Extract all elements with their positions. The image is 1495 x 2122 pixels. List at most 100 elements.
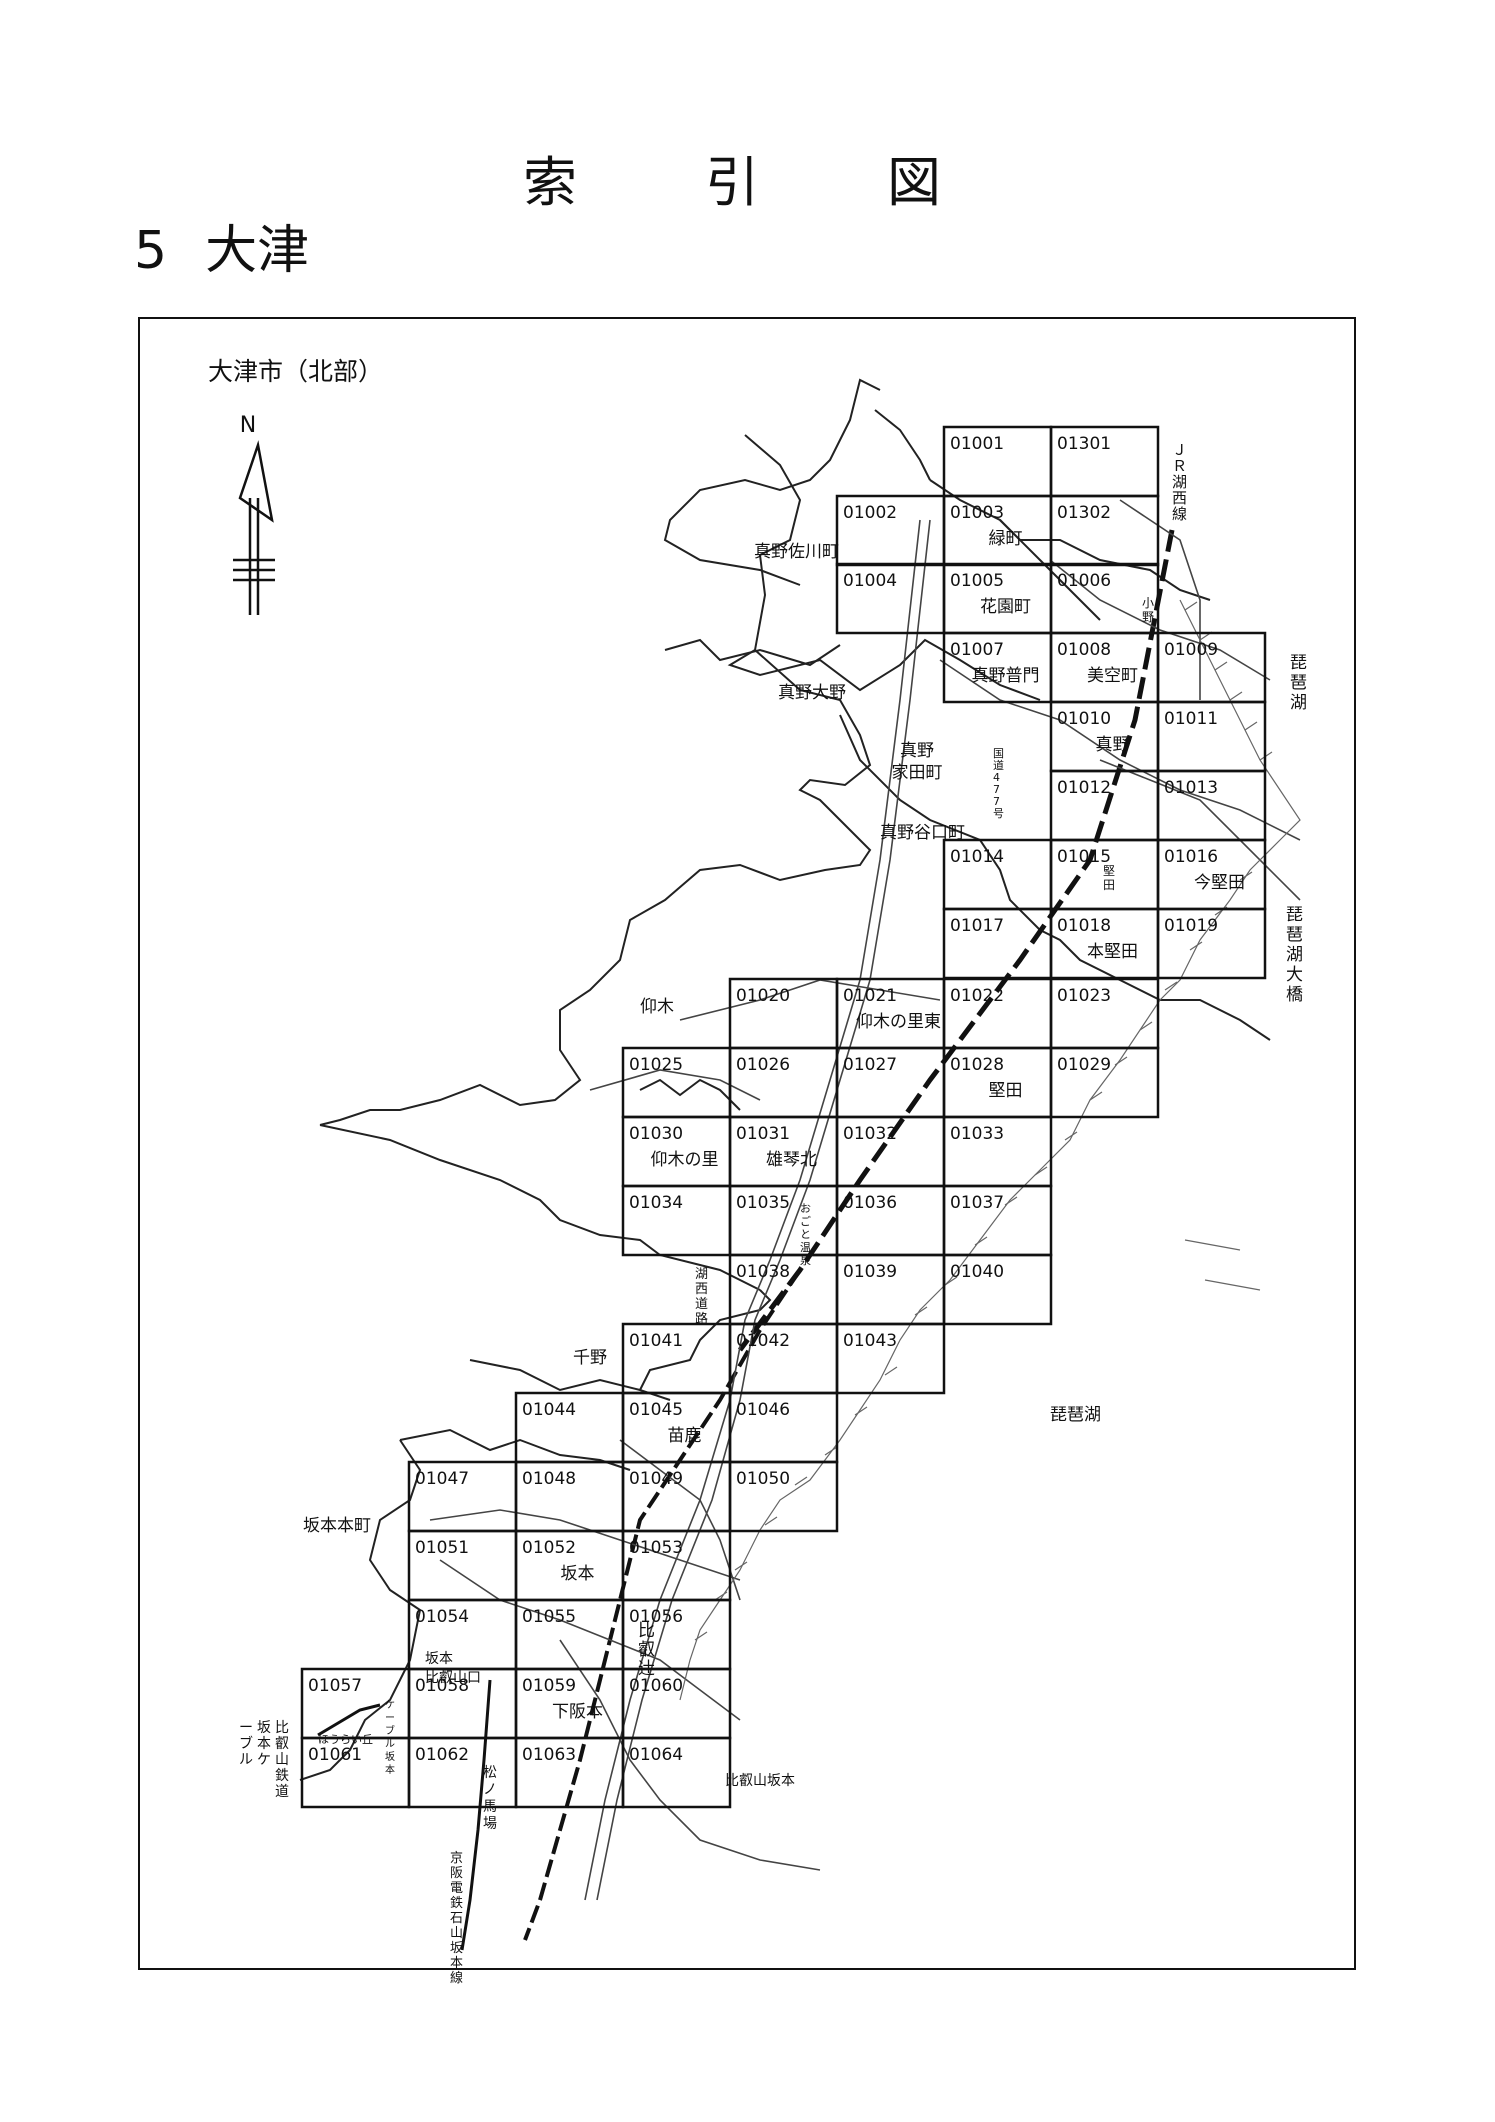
tile-id: 01028 (950, 1055, 1004, 1075)
vertical-label: 湖西道路 (695, 1267, 708, 1327)
tile-id: 01013 (1164, 778, 1218, 798)
tile-id: 01042 (736, 1331, 790, 1351)
map-frame (138, 317, 1356, 1970)
tile-id: 01001 (950, 434, 1004, 454)
place-label: 仰木 (640, 997, 674, 1017)
tile-id: 01057 (308, 1676, 362, 1696)
north-arrow-icon: N (233, 413, 275, 615)
tile-01043 (835, 1322, 946, 1395)
tile-id: 01047 (415, 1469, 469, 1489)
vertical-label: ーブル (239, 1720, 253, 1768)
vertical-label: 京阪電鉄石山坂本線 (450, 1851, 463, 1986)
tile-label: 花園町 (980, 597, 1031, 617)
tile-id: 01045 (629, 1400, 683, 1420)
tile-label: 苗鹿 (668, 1426, 702, 1446)
place-label: ほうらい丘 (318, 1733, 373, 1746)
tile-id: 01027 (843, 1055, 897, 1075)
place-label: 坂本本町 (303, 1516, 371, 1536)
tile-id: 01056 (629, 1607, 683, 1627)
section-name: 大津 (205, 221, 310, 281)
vertical-label: 松ノ馬場 (483, 1765, 497, 1832)
tile-id: 01033 (950, 1124, 1004, 1144)
tile-label: 真野 (1096, 735, 1130, 755)
tile-id: 01048 (522, 1469, 576, 1489)
tile-id: 01018 (1057, 916, 1111, 936)
tile-01040 (942, 1253, 1053, 1326)
place-label: 比叡山坂本 (725, 1772, 795, 1789)
tile-id: 01040 (950, 1262, 1004, 1282)
tile-id: 01029 (1057, 1055, 1111, 1075)
tile-id: 01059 (522, 1676, 576, 1696)
tile-01029 (1049, 1046, 1160, 1119)
tile-id: 01026 (736, 1055, 790, 1075)
tile-id: 01039 (843, 1262, 897, 1282)
tile-id: 01051 (415, 1538, 469, 1558)
tile-id: 01023 (1057, 986, 1111, 1006)
tile-label: 緑町 (989, 529, 1023, 549)
tile-id: 01008 (1057, 640, 1111, 660)
tile-label: 仰木の里東 (856, 1012, 941, 1032)
vertical-label: 堅田 (1103, 864, 1115, 892)
tile-id: 01063 (522, 1745, 576, 1765)
place-label: 真野大野 (778, 683, 846, 703)
tile-id: 01060 (629, 1676, 683, 1696)
place-label: 千野 (573, 1348, 607, 1368)
tile-01050 (728, 1460, 839, 1533)
vertical-label: 琵琶湖大橋 (1286, 905, 1303, 1005)
tile-id: 01301 (1057, 434, 1111, 454)
vertical-label: 小野 (1142, 596, 1154, 624)
tile-id: 01005 (950, 571, 1004, 591)
tile-01064 (621, 1736, 732, 1809)
tile-id: 01031 (736, 1124, 790, 1144)
place-label: 真野谷口町 (880, 823, 965, 843)
tile-01019 (1156, 907, 1267, 980)
tile-id: 01055 (522, 1607, 576, 1627)
tile-id: 01006 (1057, 571, 1111, 591)
tile-label: 比叡辻 (638, 1621, 655, 1679)
tile-id: 01003 (950, 503, 1004, 523)
tile-id: 01012 (1057, 778, 1111, 798)
tile-id: 01016 (1164, 847, 1218, 867)
place-label: 琵琶湖 (1050, 1405, 1101, 1425)
tile-id: 01017 (950, 916, 1004, 936)
tile-label: 雄琴北 (766, 1150, 817, 1170)
tile-id: 01043 (843, 1331, 897, 1351)
tile-id: 01302 (1057, 503, 1111, 523)
tile-id: 01046 (736, 1400, 790, 1420)
vertical-label: ＪＲ湖西線 (1172, 441, 1187, 523)
tile-id: 01020 (736, 986, 790, 1006)
road-network (429, 499, 1301, 1901)
tile-id: 01010 (1057, 709, 1111, 729)
tile-id: 01014 (950, 847, 1004, 867)
title-char: 索 (523, 151, 577, 214)
tile-label: 本堅田 (1087, 942, 1138, 962)
tile-id: 01053 (629, 1538, 683, 1558)
tile-id: 01034 (629, 1193, 683, 1213)
tile-id: 01019 (1164, 916, 1218, 936)
tile-label: 美空町 (1087, 666, 1138, 686)
tile-id: 01002 (843, 503, 897, 523)
tile-grid: 01001 01301 01002 01003 緑町 01302 01004 01005 花園町… (300, 425, 1267, 1809)
place-label: 坂本比叡山口 (425, 1651, 481, 1686)
title-char: 図 (887, 151, 941, 214)
tile-id: 01036 (843, 1193, 897, 1213)
tile-id: 01049 (629, 1469, 683, 1489)
vertical-label: 坂本ケ (257, 1720, 271, 1768)
tile-id: 01054 (415, 1607, 469, 1627)
tile-label: 下阪本 (552, 1702, 603, 1722)
tile-id: 01021 (843, 986, 897, 1006)
tile-id: 01004 (843, 571, 897, 591)
place-label: 真野佐川町 (754, 542, 839, 562)
tile-id: 01007 (950, 640, 1004, 660)
tile-id: 01011 (1164, 709, 1218, 729)
vertical-label: ケーブル坂本 (385, 1699, 395, 1776)
title-char: 引 (705, 151, 759, 214)
tile-label: 今堅田 (1194, 873, 1245, 893)
tile-id: 01058 (415, 1676, 469, 1696)
tile-id: 01030 (629, 1124, 683, 1144)
tile-id: 01032 (843, 1124, 897, 1144)
lake-shore (679, 599, 1301, 1701)
